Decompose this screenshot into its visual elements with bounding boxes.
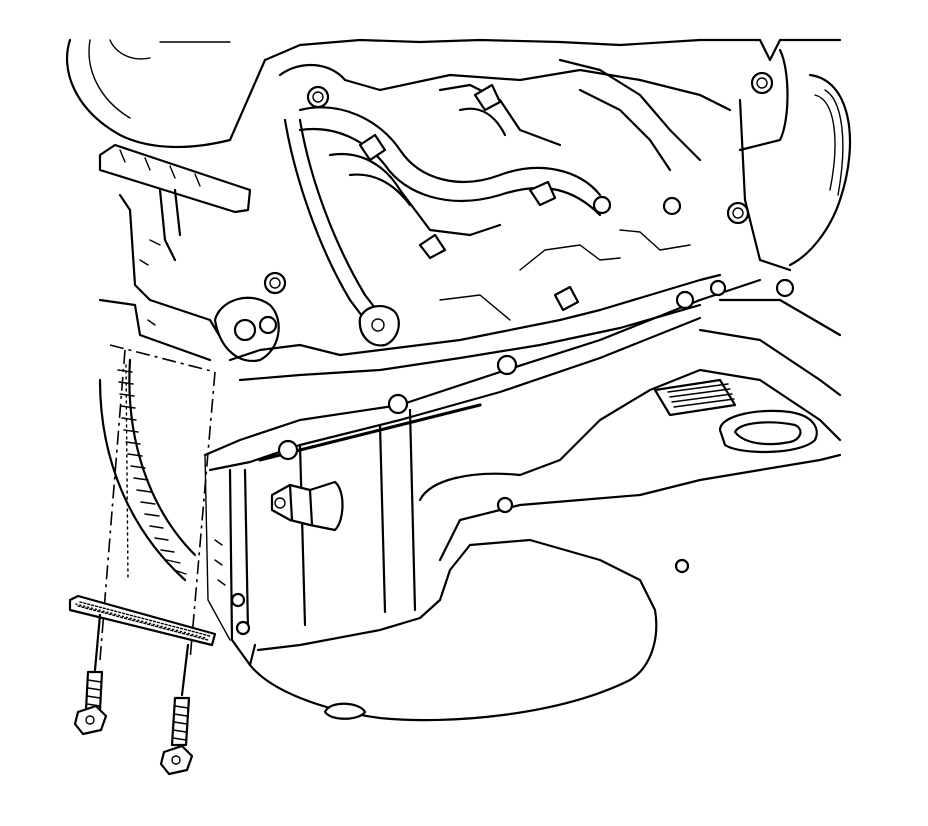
flywheel-icon	[98, 358, 197, 582]
cover-bolt-icon	[73, 613, 108, 736]
flywheel-inspection-cover-icon	[68, 594, 217, 647]
engine-block-icon	[66, 38, 852, 382]
oil-level-sensor-icon	[270, 480, 344, 532]
cover-bolt-icon	[159, 643, 194, 776]
alignment-line	[109, 344, 216, 373]
exhaust-manifold-icon	[298, 58, 702, 312]
oil-pan-icon	[203, 278, 842, 722]
alignment-line	[189, 371, 216, 661]
alignment-line	[99, 349, 126, 661]
